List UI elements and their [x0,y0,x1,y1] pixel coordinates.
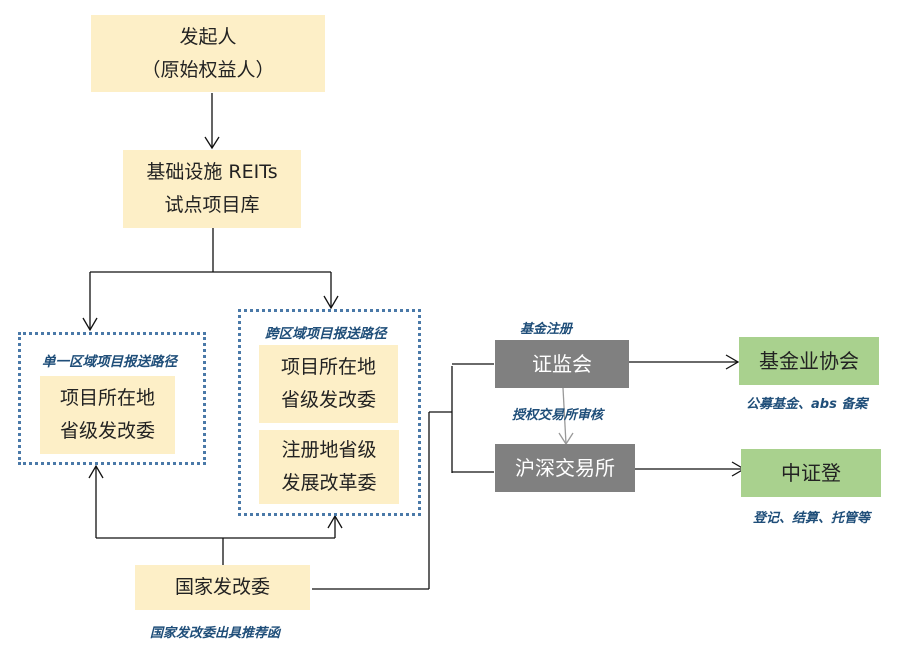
node-single-region-prov-line2: 省级发改委 [59,420,155,442]
node-pilot-library: 基础设施 REITs 试点项目库 [123,150,301,228]
node-single-region-prov: 项目所在地 省级发改委 [40,376,175,454]
node-initiator-line2: （原始权益人） [141,58,275,81]
node-cross-region-reg-line1: 注册地省级 [281,439,377,461]
node-pilot-library-line2: 试点项目库 [164,194,260,216]
arrowhead-ndrc-cross [327,514,343,529]
arrowhead-single [82,317,98,332]
node-ndrc-label: 国家发改委 [174,576,270,598]
node-single-region-prov-line1: 项目所在地 [59,387,155,409]
arrowhead-cross [323,295,339,310]
node-cross-region-reg: 注册地省级 发展改革委 [259,430,399,504]
annotation-amac-note: 公募基金、abs 备案 [746,397,868,412]
node-csrc-label: 证监会 [532,351,592,376]
node-initiator-line1: 发起人 [179,25,237,48]
node-csrc: 证监会 [495,340,629,388]
group-single-region-title: 单一区域项目报送路径 [42,354,177,370]
node-csdc-label: 中证登 [781,460,841,485]
node-cross-region-reg-line2: 发展改革委 [281,472,377,494]
group-single-region [18,332,206,465]
node-amac: 基金业协会 [739,337,879,385]
arrowhead-ndrc-single [88,464,104,479]
arrowhead-amac [725,354,740,370]
node-amac-label: 基金业协会 [759,348,859,373]
annotation-csdc-note: 登记、结算、托管等 [753,511,871,526]
node-exchange-label: 沪深交易所 [515,455,615,480]
node-cross-region-prov-line1: 项目所在地 [280,356,376,378]
annotation-fund-registration: 基金注册 [520,322,573,337]
connector-csrc-to-exchange [562,387,567,445]
annotation-authorize-exchange-review: 授权交易所审核 [512,408,604,423]
node-pilot-library-line1: 基础设施 REITs [146,161,278,183]
node-csdc: 中证登 [741,449,881,497]
group-cross-region-title: 跨区域项目报送路径 [265,326,387,342]
node-cross-region-prov-line2: 省级发改委 [280,389,376,411]
node-exchange: 沪深交易所 [495,444,635,492]
annotation-ndrc-note: 国家发改委出具推荐函 [150,626,281,641]
node-initiator: 发起人 （原始权益人） [91,15,325,92]
node-ndrc: 国家发改委 [135,565,310,610]
arrowhead-library [204,136,220,150]
group-cross-region [238,309,421,516]
node-cross-region-prov: 项目所在地 省级发改委 [259,345,398,423]
